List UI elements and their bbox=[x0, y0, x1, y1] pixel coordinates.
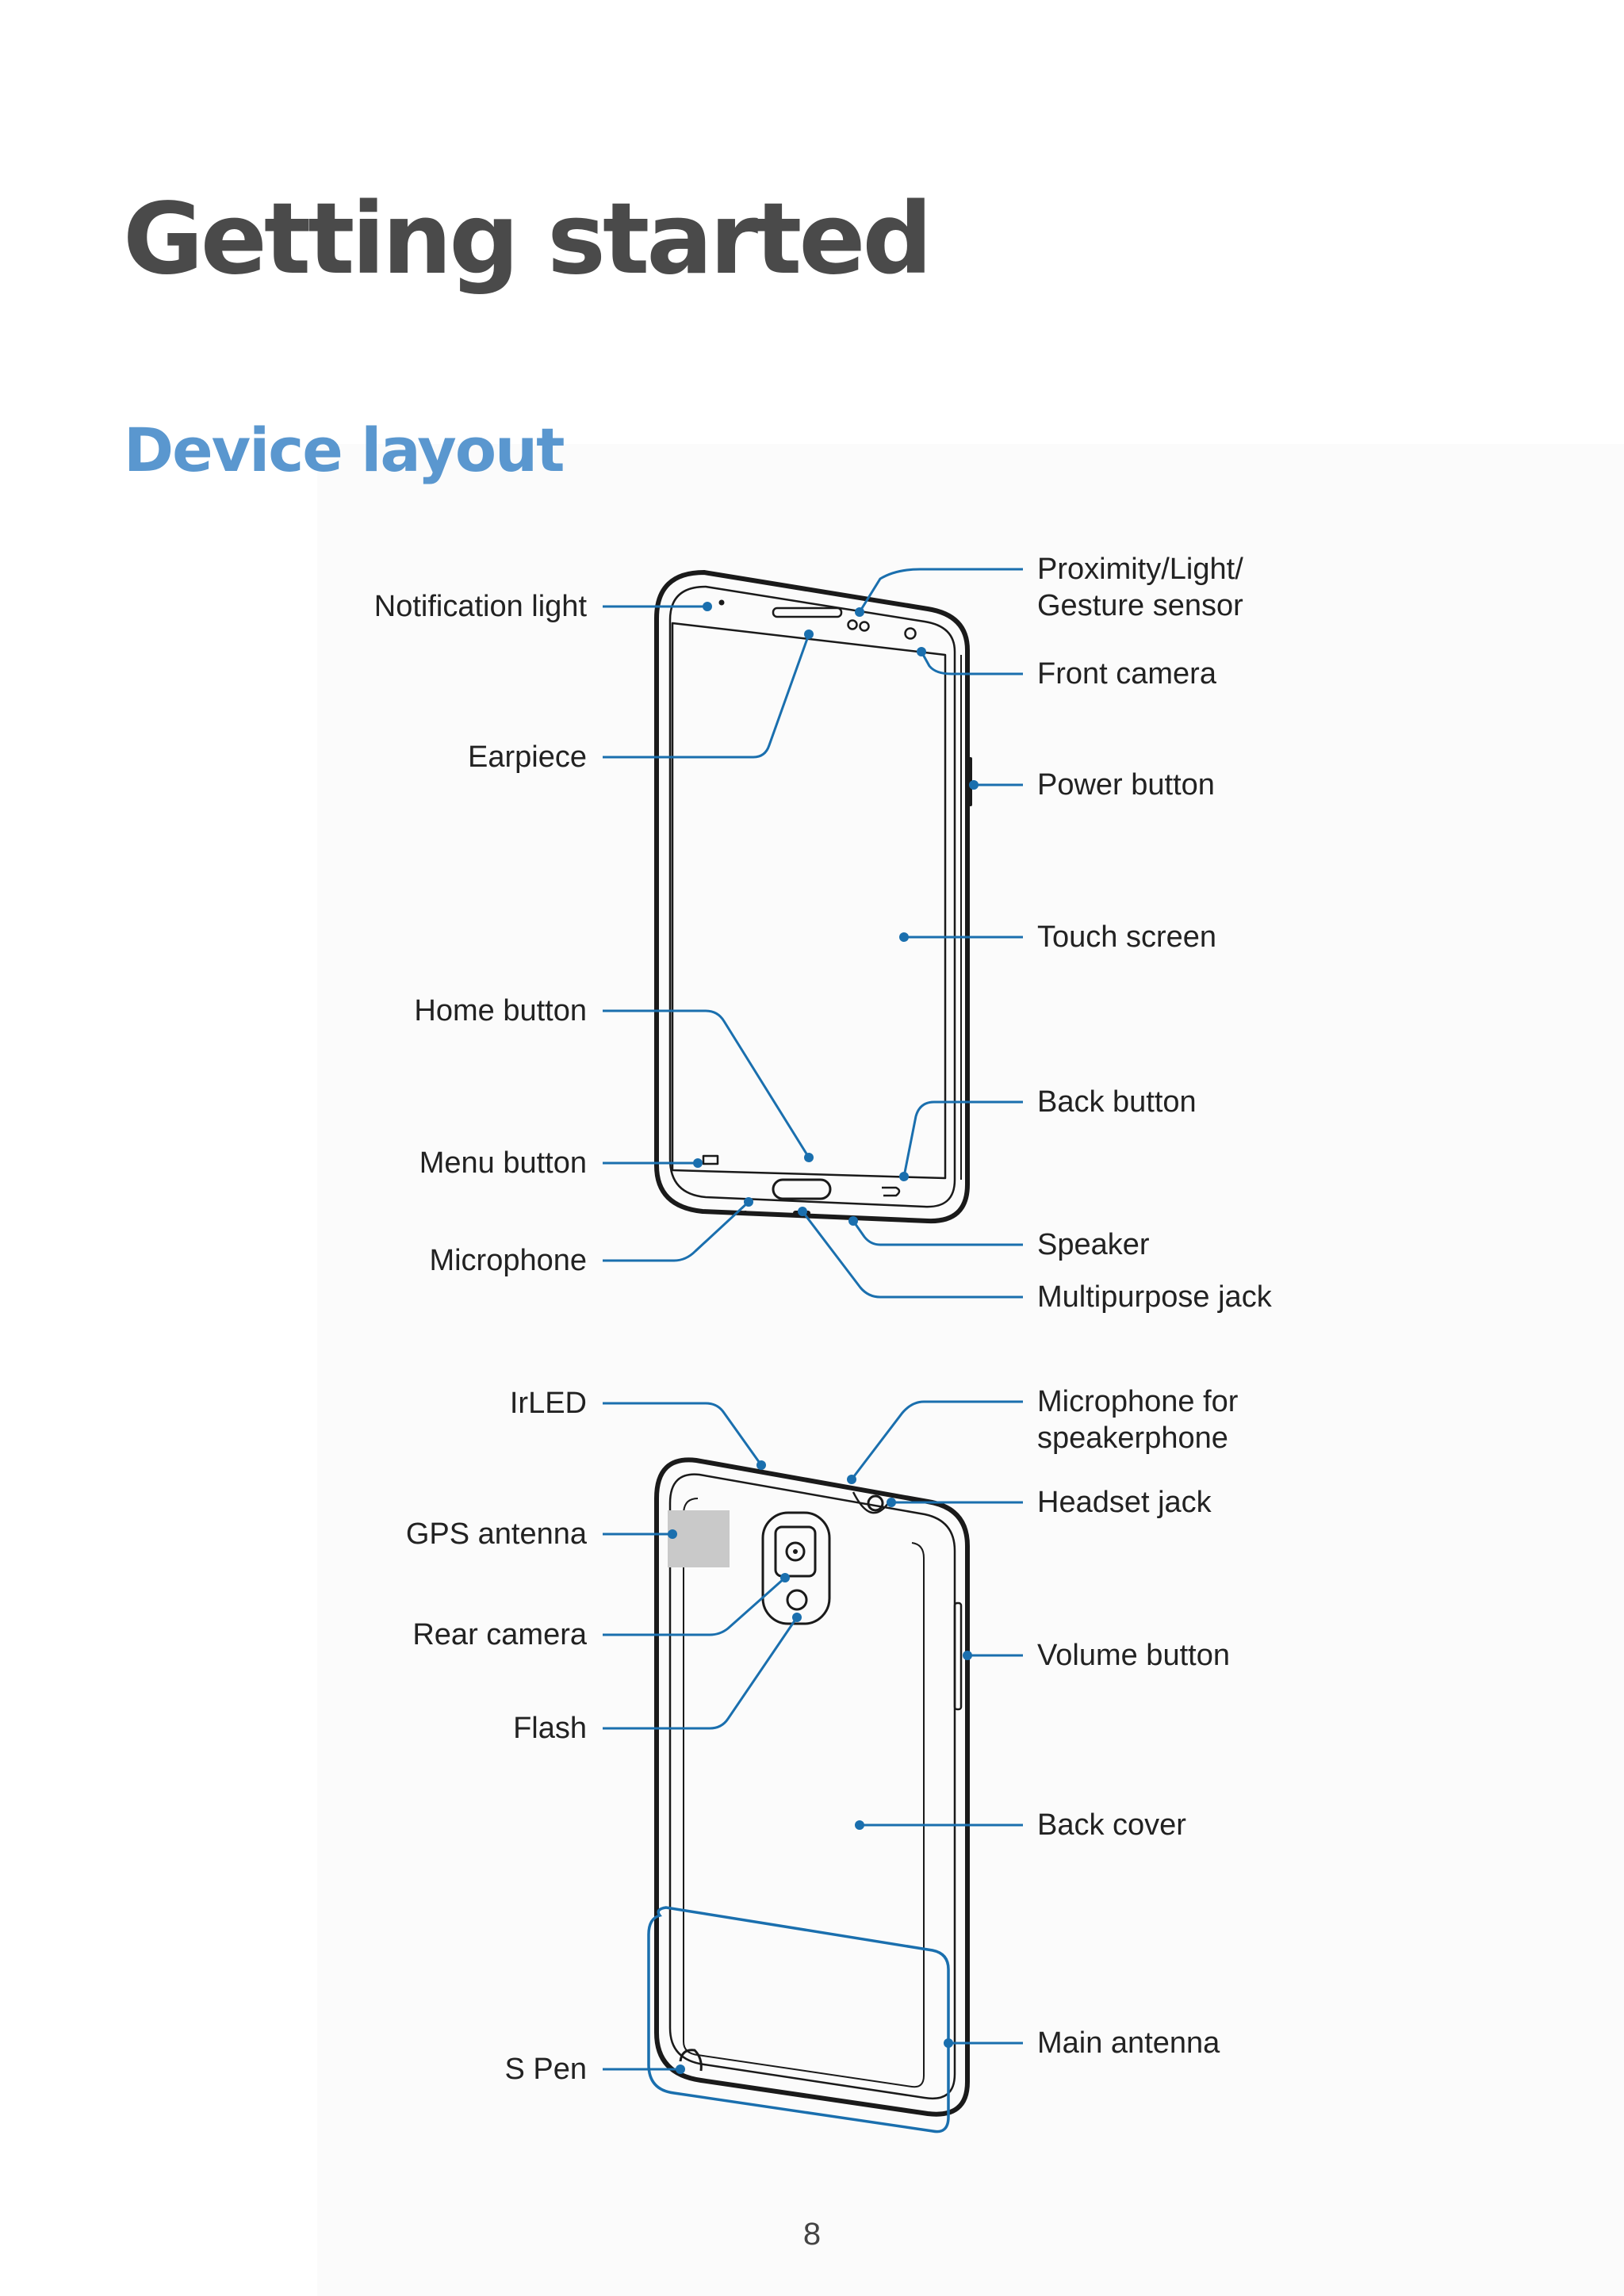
earpiece-slot bbox=[772, 607, 843, 618]
leader-home-button bbox=[603, 1009, 810, 1158]
leader-earpiece bbox=[603, 633, 810, 759]
label-power-button: Power button bbox=[1037, 768, 1215, 802]
front-device-body bbox=[654, 570, 970, 1224]
leader-irled bbox=[603, 1402, 763, 1466]
label-back-cover: Back cover bbox=[1037, 1808, 1186, 1842]
dot-volume-button bbox=[963, 1651, 972, 1660]
microphone-port bbox=[743, 1211, 748, 1215]
gesture-sensor bbox=[859, 621, 870, 632]
power-button-shape bbox=[966, 757, 972, 806]
front-camera-lens bbox=[904, 627, 917, 640]
rear-callout-lines bbox=[603, 1400, 1023, 2133]
label-microphone: Microphone bbox=[429, 1244, 587, 1277]
label-home-button: Home button bbox=[414, 994, 587, 1027]
front-device-bezel bbox=[668, 585, 956, 1208]
leader-back-button bbox=[902, 1100, 1023, 1177]
dot-menu-button bbox=[693, 1158, 703, 1168]
dot-s-pen bbox=[676, 2064, 685, 2074]
headset-jack-hole bbox=[867, 1494, 884, 1512]
label-rear-camera: Rear camera bbox=[412, 1618, 587, 1651]
label-proximity-sensor: Proximity/Light/ Gesture sensor bbox=[1037, 551, 1243, 624]
label-headset-jack: Headset jack bbox=[1037, 1486, 1212, 1519]
menu-button-icon bbox=[702, 1154, 719, 1165]
label-front-camera: Front camera bbox=[1037, 657, 1216, 691]
label-s-pen: S Pen bbox=[504, 2053, 587, 2086]
dot-back-cover bbox=[855, 1820, 864, 1830]
dot-headset-jack bbox=[887, 1498, 896, 1507]
dot-front-camera bbox=[917, 647, 926, 656]
label-touch-screen: Touch screen bbox=[1037, 920, 1217, 954]
dot-back-button bbox=[899, 1172, 909, 1181]
label-mic-speakerphone: Microphone for speakerphone bbox=[1037, 1383, 1238, 1456]
rear-callout-dots bbox=[668, 1460, 972, 2074]
dot-notification-light bbox=[703, 602, 712, 611]
label-speaker: Speaker bbox=[1037, 1228, 1150, 1261]
label-flash: Flash bbox=[513, 1712, 587, 1745]
front-device-illustration bbox=[654, 570, 972, 1224]
label-gps-antenna: GPS antenna bbox=[405, 1517, 587, 1551]
diagram-background bbox=[317, 444, 1624, 2296]
label-menu-button: Menu button bbox=[419, 1146, 587, 1180]
flash-lens bbox=[786, 1589, 808, 1611]
rear-device-cover-line bbox=[683, 1498, 925, 2088]
label-multipurpose-jack: Multipurpose jack bbox=[1037, 1280, 1272, 1314]
dot-proximity-sensor bbox=[855, 607, 864, 617]
rear-camera-lens-center bbox=[793, 1549, 798, 1554]
label-main-antenna: Main antenna bbox=[1037, 2026, 1220, 2060]
section-title: Device layout bbox=[124, 415, 565, 485]
dot-earpiece bbox=[804, 629, 814, 639]
label-earpiece: Earpiece bbox=[468, 740, 587, 774]
s-pen-slot bbox=[679, 2049, 703, 2072]
back-button-icon bbox=[882, 1186, 901, 1197]
dot-mic-speakerphone bbox=[847, 1475, 856, 1484]
dot-power-button bbox=[969, 780, 979, 790]
label-irled: IrLED bbox=[509, 1387, 587, 1420]
dot-touch-screen bbox=[899, 932, 909, 942]
page-number: 8 bbox=[802, 2217, 822, 2252]
dot-home-button bbox=[804, 1153, 814, 1162]
leader-rear-camera bbox=[603, 1576, 786, 1636]
dot-flash bbox=[792, 1613, 802, 1622]
home-button-shape bbox=[772, 1178, 832, 1200]
front-callout-dots bbox=[693, 602, 979, 1226]
leader-speaker bbox=[852, 1220, 1023, 1246]
label-mic-speakerphone-line2: speakerphone bbox=[1037, 1422, 1228, 1455]
leader-flash bbox=[603, 1617, 799, 1730]
label-proximity-sensor-line1: Proximity/Light/ bbox=[1037, 553, 1243, 586]
dot-rear-camera bbox=[780, 1573, 790, 1582]
rear-camera-lens bbox=[785, 1541, 806, 1562]
rear-device-illustration bbox=[654, 1457, 970, 2117]
main-antenna-region bbox=[647, 1906, 950, 2133]
label-notification-light: Notification light bbox=[373, 590, 587, 623]
proximity-sensor bbox=[847, 619, 858, 630]
label-proximity-sensor-line2: Gesture sensor bbox=[1037, 589, 1243, 622]
rear-device-body bbox=[654, 1457, 970, 2117]
front-callout-lines bbox=[603, 568, 1023, 1299]
dot-speaker bbox=[848, 1216, 858, 1226]
leader-mic-speakerphone bbox=[850, 1400, 1023, 1480]
dot-multipurpose-jack bbox=[798, 1207, 807, 1216]
dot-main-antenna bbox=[944, 2038, 953, 2048]
gps-antenna-patch bbox=[668, 1510, 730, 1567]
camera-module-inner bbox=[774, 1525, 817, 1578]
leader-proximity-sensor bbox=[858, 568, 1023, 613]
label-mic-speakerphone-line1: Microphone for bbox=[1037, 1385, 1239, 1418]
leader-multipurpose-jack bbox=[801, 1211, 1023, 1299]
label-volume-button: Volume button bbox=[1037, 1639, 1230, 1672]
chapter-title: Getting started bbox=[123, 182, 933, 297]
dot-gps-antenna bbox=[668, 1529, 677, 1539]
dot-irled bbox=[756, 1460, 766, 1470]
leader-microphone bbox=[603, 1200, 750, 1262]
rear-device-inner-edge bbox=[668, 1473, 956, 2100]
volume-button-shape bbox=[953, 1601, 963, 1711]
leader-front-camera bbox=[920, 651, 1023, 675]
notification-light-dot bbox=[718, 599, 725, 606]
camera-module-outer bbox=[761, 1511, 831, 1625]
touch-screen-panel bbox=[671, 622, 947, 1180]
label-back-button: Back button bbox=[1037, 1085, 1197, 1119]
dot-microphone bbox=[744, 1197, 753, 1207]
